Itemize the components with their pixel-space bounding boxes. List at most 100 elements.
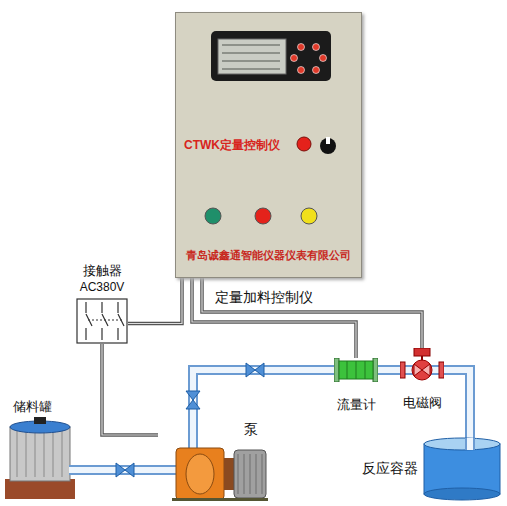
signal-wire — [202, 278, 422, 348]
lcd-screen — [218, 39, 286, 74]
pump-coupling — [224, 458, 234, 490]
signal-wire — [192, 278, 356, 358]
flange — [400, 362, 405, 378]
pole-link — [88, 320, 122, 321]
pipe-wall — [193, 370, 334, 420]
node-label: CTWK定量控制仪 — [184, 137, 280, 154]
valve-body — [246, 363, 264, 377]
pipe-line — [444, 370, 470, 436]
manual-valve — [246, 363, 264, 377]
switch-pole — [102, 302, 108, 340]
motor-fin — [262, 454, 263, 494]
push-button — [205, 208, 221, 224]
node-sublabel: 青岛诚鑫通智能仪器仪表有限公司 — [176, 249, 361, 263]
solenoid-valve: 电磁阀 — [400, 348, 444, 411]
node-label: 反应容器 — [362, 460, 418, 477]
vessel-body — [424, 444, 500, 494]
caption-label: 定量加料控制仪 — [215, 289, 313, 307]
indicator-lamp — [297, 137, 311, 151]
tank-stripe — [25, 431, 27, 477]
pipe-wall — [465, 436, 475, 450]
manual-valve — [186, 391, 200, 409]
pump-flange — [186, 454, 214, 494]
lcd-row — [222, 60, 280, 62]
pipe-wall — [188, 420, 198, 450]
flowmeter-ring — [356, 361, 357, 379]
pipe-bore — [444, 370, 470, 436]
display-panel — [211, 31, 331, 81]
lcd-row — [222, 68, 280, 70]
pipe-bore — [467, 438, 473, 450]
node-label: 接触器 — [76, 262, 128, 279]
node-sublabel: AC380V — [76, 279, 128, 295]
flange — [334, 358, 339, 382]
panel-key — [298, 67, 305, 74]
tank-stripe — [43, 431, 45, 477]
pipe-wall — [465, 438, 475, 450]
flowmeter-body — [339, 361, 373, 379]
reaction-vessel: 反应容器 — [362, 436, 502, 502]
valve-body — [116, 463, 134, 477]
wire-outer — [192, 278, 356, 358]
lcd-row — [222, 44, 280, 46]
pipe-wall — [444, 370, 470, 436]
tank-art — [5, 415, 75, 499]
push-button — [255, 208, 271, 224]
pipe-line — [193, 370, 334, 420]
valve-art — [400, 348, 444, 384]
panel-key — [313, 67, 320, 74]
pipe-wall — [378, 365, 400, 375]
wire-inner — [128, 278, 182, 324]
contactor-box — [77, 299, 127, 343]
pump-body — [176, 448, 224, 500]
motor-fin — [256, 454, 257, 494]
panel-key — [320, 55, 327, 62]
panel-key — [313, 44, 320, 51]
pipe-bore — [190, 420, 196, 450]
vessel-bottom — [424, 488, 500, 500]
valve-body — [412, 360, 432, 380]
node-label: 电磁阀 — [400, 394, 444, 411]
pump-foot — [172, 498, 268, 501]
flow-art — [334, 358, 378, 382]
flowmeter-ring — [365, 361, 366, 379]
tank-cap — [34, 417, 46, 424]
contactor: 接触器AC380V — [76, 262, 128, 344]
wire-inner — [192, 278, 356, 358]
valve-body — [186, 391, 200, 409]
wire-inner — [102, 344, 158, 435]
tank-stripe — [61, 431, 63, 477]
contactor-art — [76, 298, 128, 344]
panel-key — [291, 55, 298, 62]
tank-base — [5, 479, 75, 499]
motor-fin — [250, 454, 251, 494]
pump: 泵 — [158, 420, 270, 502]
manual-valve — [116, 463, 134, 477]
motor-fin — [244, 454, 245, 494]
pipe-bore — [69, 467, 75, 473]
panel-key — [298, 44, 305, 51]
node-label: 泵 — [244, 421, 258, 438]
vessel-top — [424, 438, 500, 450]
tank-stripe — [16, 431, 18, 477]
controller-cabinet: CTWK定量控制仪青岛诚鑫通智能仪器仪表有限公司 — [175, 12, 362, 278]
flange — [439, 362, 444, 378]
lcd-row — [222, 52, 280, 54]
pipe-wall — [69, 465, 75, 475]
wire-inner — [202, 278, 422, 348]
selector-knob — [320, 138, 336, 154]
pipe-line — [378, 370, 400, 371]
pipe-bore — [158, 467, 178, 473]
wire-outer — [202, 278, 422, 348]
flowmeter: 流量计 — [334, 358, 378, 413]
node-label: 流量计 — [334, 396, 378, 413]
pipe-bore — [193, 370, 334, 420]
tank-body — [10, 427, 70, 481]
wire-outer — [128, 278, 182, 324]
signal-wire — [128, 278, 182, 324]
switch-pole — [118, 302, 124, 340]
pipe-wall — [158, 465, 178, 475]
motor-body — [234, 450, 266, 498]
tank-stripe — [52, 431, 54, 477]
signal-wire — [102, 344, 158, 435]
